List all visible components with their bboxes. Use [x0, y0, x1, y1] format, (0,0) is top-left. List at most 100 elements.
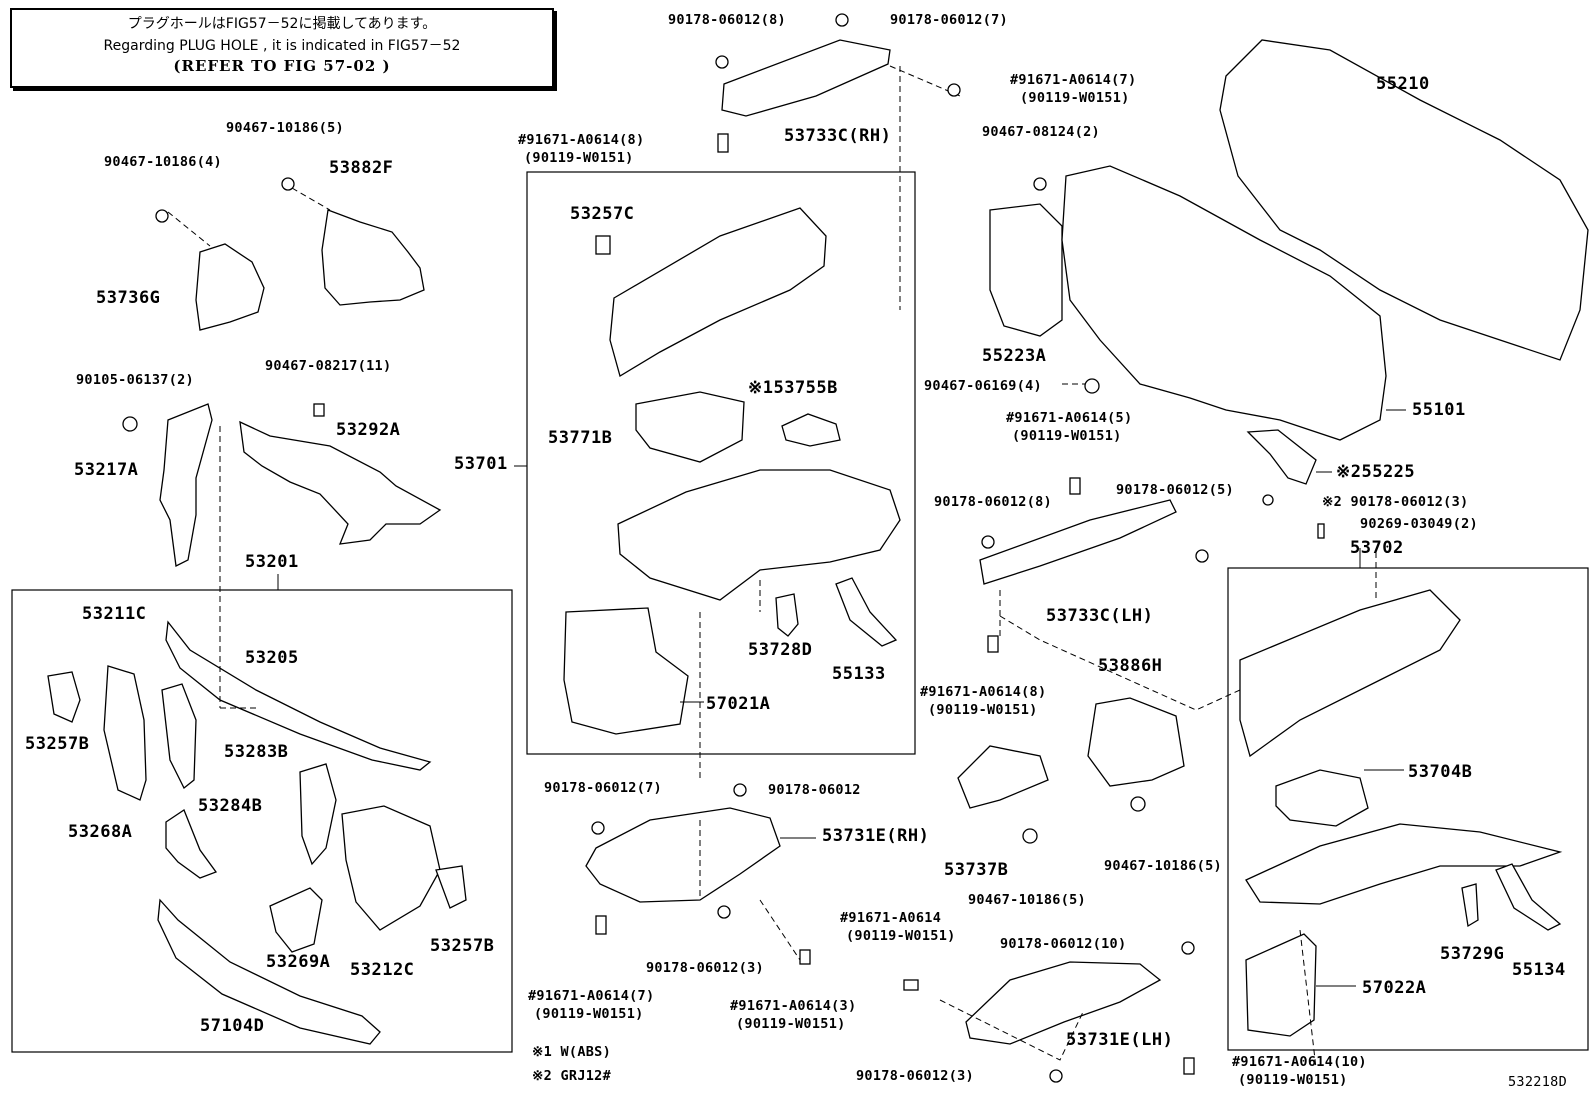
part-53205-shape — [165, 620, 432, 771]
label-55133: 55133 — [832, 664, 886, 684]
dash-53201-bracket — [219, 426, 260, 709]
label-53201: 53201 — [245, 552, 299, 572]
part-53283B-shape — [161, 683, 197, 790]
group-box-53701 — [526, 171, 916, 755]
fastener-90119-W0151-5: (90119-W0151) — [1012, 428, 1122, 444]
label-53733C-RH: 53733C(RH) — [784, 126, 892, 146]
part-53292A-shape — [239, 420, 442, 545]
fastener-90178-06012-8-top: 90178-06012(8) — [668, 12, 786, 28]
fastener-90467-10186-5-bottom: 90467-10186(5) — [968, 892, 1086, 908]
label-53211C: 53211C — [82, 604, 147, 624]
part-53257B-right-shape — [435, 865, 467, 909]
fastener-91671-A0614-10: #91671-A0614(10) — [1232, 1054, 1367, 1070]
label-53737B: 53737B — [944, 860, 1009, 880]
note-refer-fig: (REFER TO FIG 57-02 ) — [173, 57, 391, 75]
fastener-90467-08124: 90467-08124(2) — [982, 124, 1100, 140]
label-55223A: 55223A — [982, 346, 1047, 366]
fastener-91671-A0614-7-bottom: #91671-A0614(7) — [528, 988, 655, 1004]
fastener-90119-W0151-7-top: (90119-W0151) — [1020, 90, 1130, 106]
fastener-90178-06012-8-mid: 90178-06012(8) — [934, 494, 1052, 510]
part-57021A-shape — [563, 607, 689, 735]
footnote-2: ※2 GRJ12# — [532, 1068, 612, 1084]
label-53269A: 53269A — [266, 952, 331, 972]
label-53704B: 53704B — [1408, 762, 1473, 782]
fastener-91671-A0614-lh: #91671-A0614 — [840, 910, 942, 926]
label-53268A: 53268A — [68, 822, 133, 842]
label-53283B: 53283B — [224, 742, 289, 762]
label-53886H: 53886H — [1098, 656, 1163, 676]
label-57104D: 57104D — [200, 1016, 265, 1036]
fastener-91671-A0614-8-mid: #91671-A0614(8) — [920, 684, 1047, 700]
plug-hole-note: プラグホールはFIG57－52に掲載してあります。 Regarding PLUG… — [10, 8, 554, 88]
part-55225-shape — [1246, 429, 1317, 485]
fastener-90467-10186-4: 90467-10186(4) — [104, 154, 222, 170]
fastener-90178-06012: 90178-06012 — [768, 782, 861, 798]
label-55225: ※255225 — [1336, 462, 1416, 482]
label-53736G: 53736G — [96, 288, 161, 308]
part-57022A-shape — [1245, 933, 1317, 1037]
fastener-90178-06012-7-top: 90178-06012(7) — [890, 12, 1008, 28]
part-53702-lower-shape — [1245, 823, 1563, 905]
fastener-icons — [122, 13, 1325, 1083]
label-53733C-LH: 53733C(LH) — [1046, 606, 1154, 626]
dash-53733C-LH — [999, 590, 1241, 711]
label-53882F: 53882F — [329, 158, 394, 178]
label-53701: 53701 — [454, 454, 508, 474]
label-55101: 55101 — [1412, 400, 1466, 420]
part-55134-shape — [1495, 863, 1562, 931]
label-53284B: 53284B — [198, 796, 263, 816]
part-53212C-shape — [341, 805, 441, 931]
fastener-90178-06012-10: 90178-06012(10) — [1000, 936, 1127, 952]
fastener-90178-06012-7-mid: 90178-06012(7) — [544, 780, 662, 796]
note-line-jp: プラグホールはFIG57－52に掲載してあります。 — [127, 16, 437, 32]
part-53733C-RH-shape — [721, 39, 891, 117]
part-53729G-shape — [1461, 883, 1479, 928]
part-53269A-shape — [269, 887, 323, 953]
dash-53731E-LH — [939, 999, 1085, 1061]
fastener-90119-W0151-3: (90119-W0151) — [736, 1016, 846, 1032]
group-box-53201 — [11, 589, 513, 1053]
part-53217A-shape — [159, 403, 213, 567]
part-53733C-LH-shape — [979, 499, 1177, 585]
part-53284B-shape — [299, 763, 337, 866]
part-53882F-shape — [321, 209, 425, 306]
fastener-90467-06169: 90467-06169(4) — [924, 378, 1042, 394]
fastener-91671-A0614-3: #91671-A0614(3) — [730, 998, 857, 1014]
label-57021A: 57021A — [706, 694, 771, 714]
part-55133-shape — [835, 577, 898, 647]
label-53702: 53702 — [1350, 538, 1404, 558]
part-53257C-shape — [595, 235, 611, 255]
label-53212C: 53212C — [350, 960, 415, 980]
label-53731E-LH: 53731E(LH) — [1066, 1030, 1174, 1050]
part-53701-lower-shape — [617, 469, 901, 601]
fastener-90105-06137: 90105-06137(2) — [76, 372, 194, 388]
footnote-1: ※1 W(ABS) — [532, 1044, 612, 1060]
fastener-91671-A0614-5: #91671-A0614(5) — [1006, 410, 1133, 426]
dash-53731E-RH — [699, 820, 801, 961]
part-53731E-RH-shape — [585, 807, 781, 903]
label-55134: 55134 — [1512, 960, 1566, 980]
fastener-90467-10186-5-top: 90467-10186(5) — [226, 120, 344, 136]
dash-53882F — [291, 187, 331, 211]
part-55223A-shape — [989, 203, 1063, 337]
label-53729G: 53729G — [1440, 944, 1505, 964]
part-53701-upper-shape — [609, 207, 827, 377]
fastener-91671-A0614-7-top: #91671-A0614(7) — [1010, 72, 1137, 88]
figure-id: 532218D — [1508, 1074, 1567, 1090]
label-53257B-right: 53257B — [430, 936, 495, 956]
dash-53733C-RH — [889, 65, 961, 310]
label-57022A: 57022A — [1362, 978, 1427, 998]
part-53771B-shape — [635, 391, 745, 463]
fastener-90269-03049: 90269-03049(2) — [1360, 516, 1478, 532]
label-53731E-RH: 53731E(RH) — [822, 826, 930, 846]
part-53257B-left-shape — [47, 671, 81, 723]
fastener-91671-A0614-8-top: #91671-A0614(8) — [518, 132, 645, 148]
label-53217A: 53217A — [74, 460, 139, 480]
note-line-en: Regarding PLUG HOLE , it is indicated in… — [103, 38, 461, 54]
part-53728D-shape — [775, 593, 799, 637]
part-53211C-shape — [103, 665, 147, 801]
part-53704B-shape — [1275, 769, 1369, 827]
fastener-90119-W0151-8-top: (90119-W0151) — [524, 150, 634, 166]
part-55101-shape — [1061, 165, 1387, 441]
